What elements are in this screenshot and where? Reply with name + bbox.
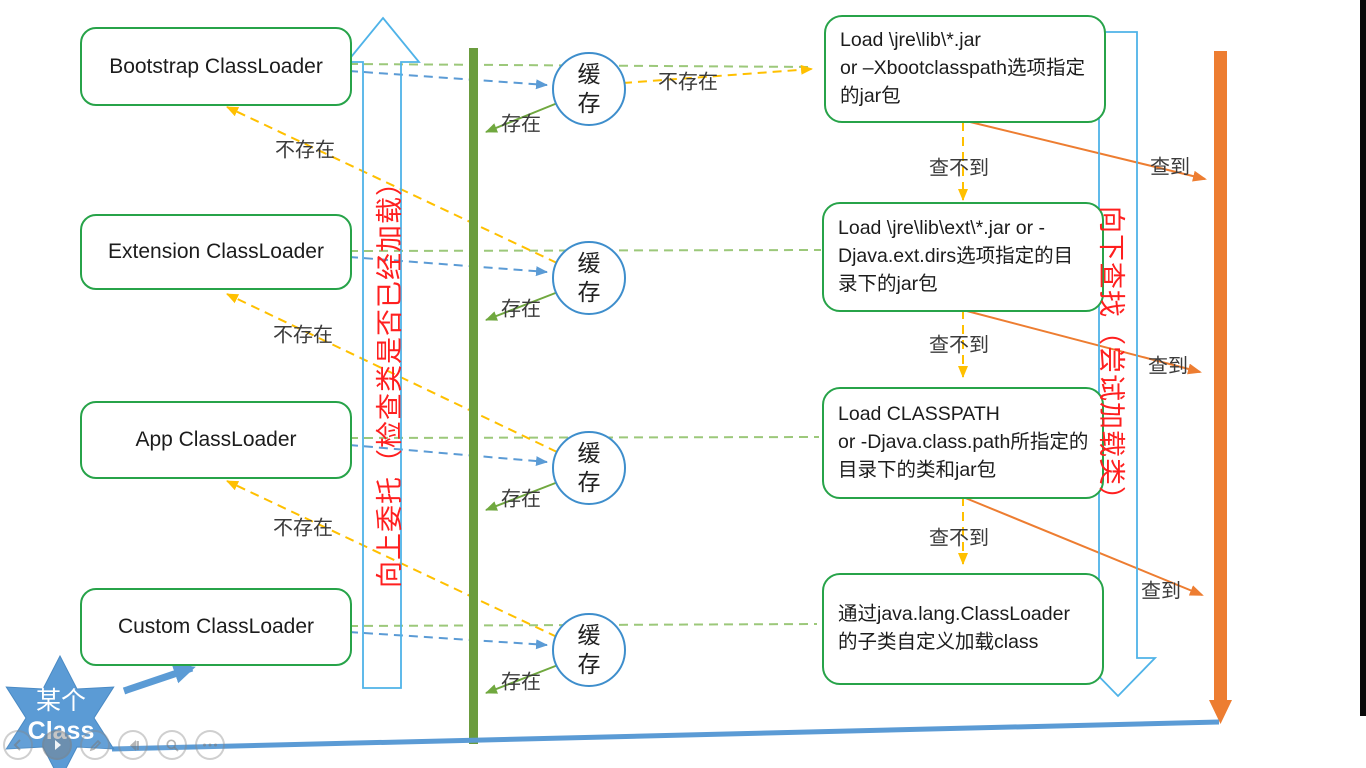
star-caption-line1: 某个 [35, 687, 86, 715]
bottom-result-line [111, 719, 1220, 752]
cache-label: 缓存 [577, 440, 601, 495]
load-box-app: Load CLASSPATH or -Djava.class.path所指定的目… [822, 387, 1104, 499]
label-not-exist-row3: 不存在 [273, 324, 333, 347]
row2-connectors [226, 106, 822, 321]
load-box-text: Load CLASSPATH or -Djava.class.path所指定的目… [838, 403, 1089, 481]
label-not-exist-row4: 不存在 [273, 517, 333, 540]
load-box-custom: 通过java.lang.ClassLoader 的子类自定义加载class [822, 573, 1104, 685]
cache-label: 缓存 [577, 622, 601, 677]
label-found-1: 查到 [1150, 156, 1190, 179]
label-not-found-1: 查不到 [929, 157, 989, 180]
load-box-text: Load \jre\lib\*.jar or –Xbootclasspath选项… [840, 29, 1085, 107]
cache-circle-1: 缓存 [552, 52, 626, 126]
found-arrows [962, 120, 1207, 596]
load-box-text: Load \jre\lib\ext\*.jar or -Djava.ext.di… [838, 217, 1074, 295]
green-timeline-bar [469, 48, 478, 744]
load-box-extension: Load \jre\lib\ext\*.jar or -Djava.ext.di… [822, 202, 1104, 312]
label-exist-row3: 存在 [501, 488, 541, 511]
label-not-found-3: 查不到 [929, 527, 989, 550]
cache-label: 缓存 [577, 250, 601, 305]
classloader-box-app: App ClassLoader [80, 401, 352, 479]
search-down-annotation: 向下查找（尝试加载类） [1096, 206, 1126, 514]
cache-circle-2: 缓存 [552, 241, 626, 315]
classloader-label: Extension ClassLoader [108, 240, 324, 263]
next-icon [55, 740, 61, 750]
row4-connectors [226, 480, 818, 694]
label-not-found-2: 查不到 [929, 334, 989, 357]
pen-tools-button[interactable] [80, 730, 110, 760]
all-slides-icon [129, 739, 139, 751]
star-to-custom-arrow [122, 664, 196, 695]
see-all-slides-button[interactable] [118, 730, 148, 760]
label-not-exist-row1: 不存在 [658, 71, 718, 94]
screen-edge-strip [1360, 0, 1366, 716]
load-box-bootstrap: Load \jre\lib\*.jar or –Xbootclasspath选项… [824, 15, 1106, 123]
more-options-button[interactable] [195, 730, 225, 760]
label-found-3: 查到 [1141, 580, 1181, 603]
pen-icon [89, 739, 101, 751]
classloader-box-bootstrap: Bootstrap ClassLoader [80, 27, 352, 106]
ellipsis-icon [203, 743, 217, 747]
previous-icon [13, 739, 21, 751]
row3-connectors [226, 293, 820, 511]
load-box-text: 通过java.lang.ClassLoader 的子类自定义加载class [838, 603, 1070, 653]
label-not-exist-row2: 不存在 [275, 139, 335, 162]
classloader-box-custom: Custom ClassLoader [80, 588, 352, 666]
classloader-label: Bootstrap ClassLoader [109, 54, 323, 78]
label-exist-row1: 存在 [501, 113, 541, 136]
cache-label: 缓存 [577, 61, 601, 116]
cache-circle-4: 缓存 [552, 613, 626, 687]
classloader-box-extension: Extension ClassLoader [80, 214, 352, 290]
zoom-slide-button[interactable] [157, 730, 187, 760]
previous-slide-button[interactable] [3, 730, 33, 760]
orange-result-bar [1209, 51, 1232, 724]
label-exist-row4: 存在 [501, 671, 541, 694]
label-exist-row2: 存在 [501, 298, 541, 321]
classloader-label: Custom ClassLoader [117, 615, 315, 638]
next-slide-button[interactable] [42, 730, 72, 760]
classloader-label: App ClassLoader [135, 428, 297, 451]
cache-circle-3: 缓存 [552, 431, 626, 505]
label-found-2: 查到 [1148, 355, 1188, 378]
delegate-up-annotation: 向上委托（检查类是否已经加载） [375, 168, 405, 588]
magnifier-icon [165, 738, 179, 752]
